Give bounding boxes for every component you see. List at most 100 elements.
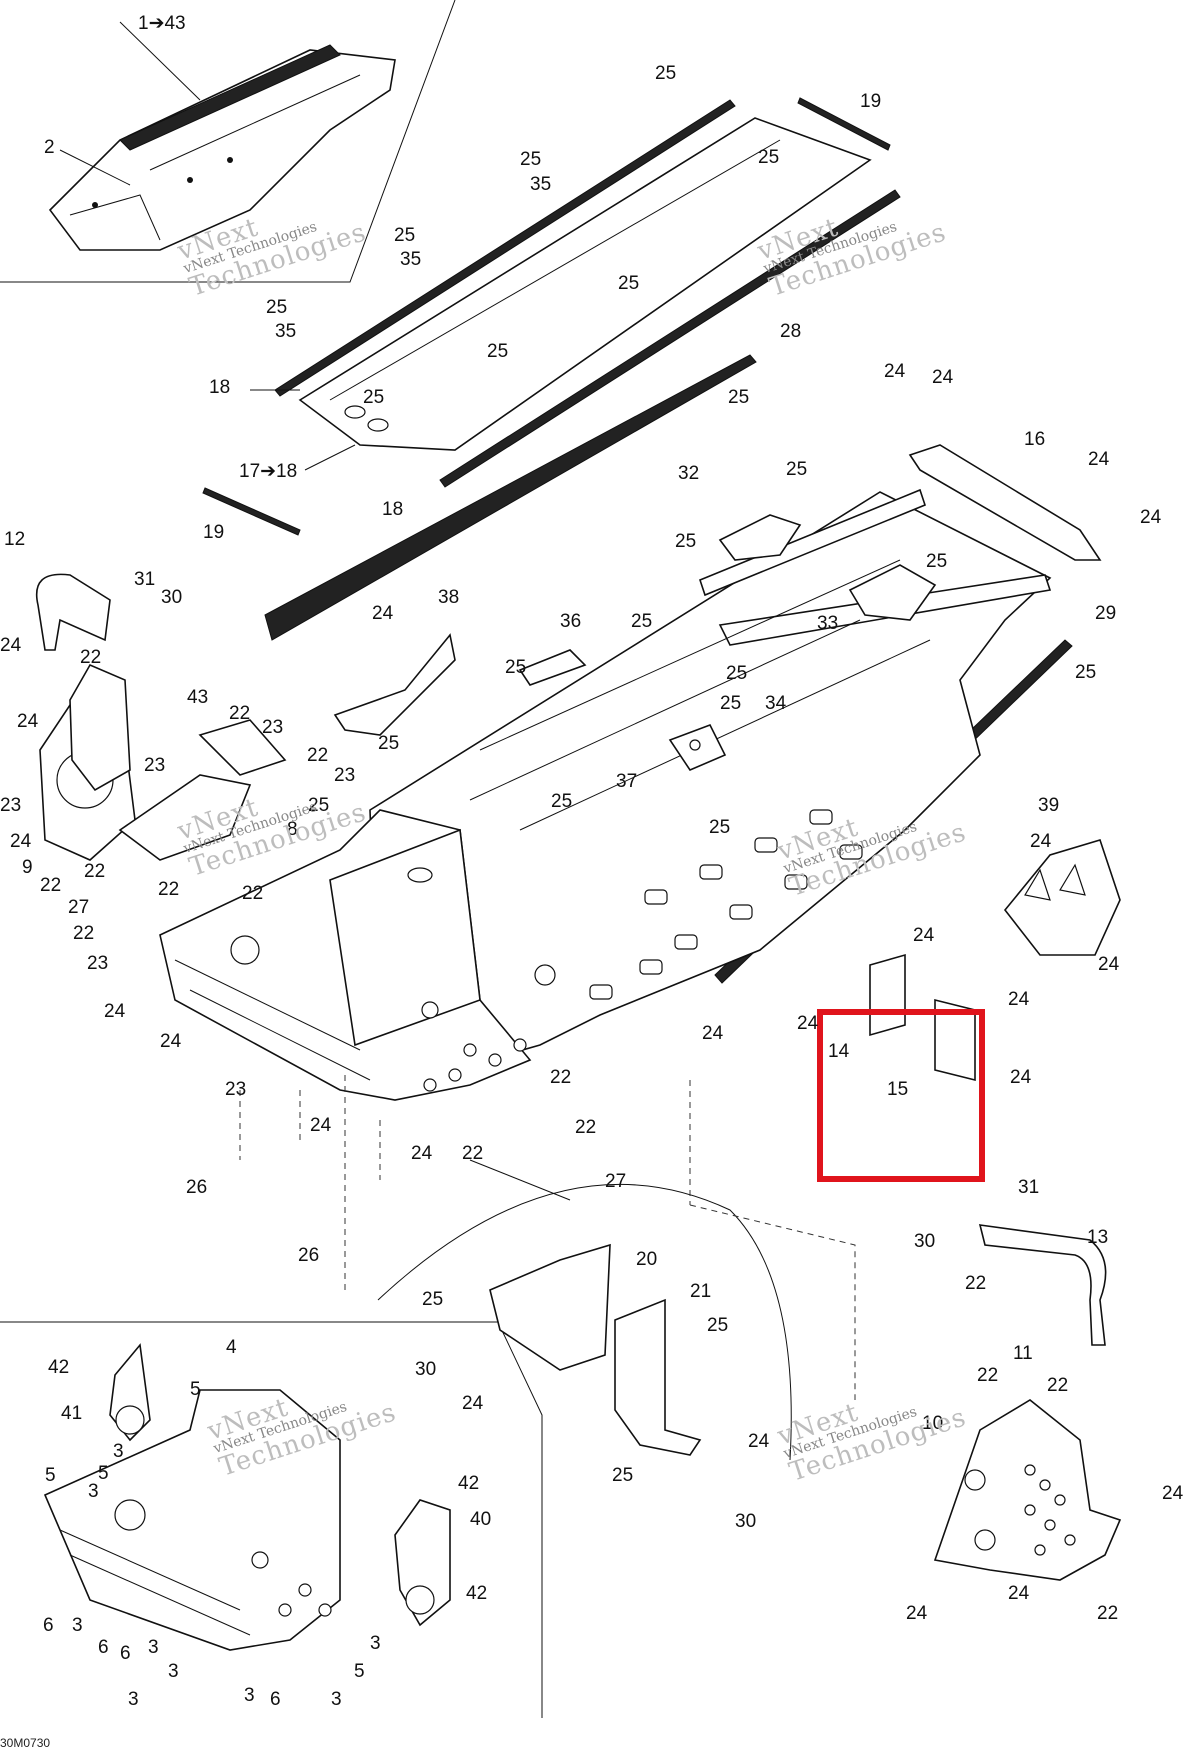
bumper-13 [978,1224,1107,1346]
callout-22-n: 22 [1047,1375,1069,1396]
callout-25-k: 25 [675,531,697,552]
callout-25-c: 25 [758,147,780,168]
callout-25-b: 25 [520,149,542,170]
footrest-21 [614,1298,702,1456]
callout-35-a: 35 [530,174,552,195]
callout-38: 38 [438,587,460,608]
callout-5-c: 5 [45,1465,56,1486]
callout-22-b: 22 [229,703,251,724]
bracket-15 [934,998,976,1082]
callout-25-h: 25 [363,387,385,408]
callout-17-18: 17➔18 [239,461,298,482]
callout-42-c: 42 [466,1583,488,1604]
detail-arc [377,1183,792,1461]
callout-24-l: 24 [104,1001,126,1022]
callout-31-a: 31 [134,569,156,590]
callout-5-b: 5 [98,1463,109,1484]
inset-chassis-top [48,44,396,251]
inset-frame-top [0,0,456,283]
callout-3-i: 3 [128,1689,139,1710]
callout-35-c: 35 [275,321,297,342]
callout-22-k: 22 [462,1143,484,1164]
callout-24-q: 24 [1010,1067,1032,1088]
callout-24-v: 24 [1162,1483,1184,1504]
callout-42-b: 42 [458,1473,480,1494]
callout-25-a: 25 [655,63,677,84]
callout-6-c: 6 [120,1643,131,1664]
callout-22-c: 22 [307,745,329,766]
callout-6-b: 6 [98,1637,109,1658]
callout-37: 37 [616,771,638,792]
cover-8 [118,774,252,861]
callout-11: 11 [1013,1343,1033,1364]
callout-25-u: 25 [709,817,731,838]
callout-19-a: 19 [860,91,882,112]
diagram-code: 30M0730 [0,1736,51,1750]
callout-25-w: 25 [707,1315,729,1336]
callout-24-o: 24 [702,1023,724,1044]
callout-22-l: 22 [965,1273,987,1294]
callout-30-a: 30 [161,587,183,608]
callout-27-a: 27 [68,897,90,918]
bar-19-left [202,487,301,536]
callout-9: 9 [22,857,33,878]
callout-25-o: 25 [1075,662,1097,683]
callout-18-b: 18 [382,499,404,520]
callout-25-j: 25 [786,459,808,480]
callout-24-w: 24 [1008,1583,1030,1604]
callout-20: 20 [636,1249,658,1270]
callout-24-e: 24 [372,603,394,624]
callout-39: 39 [1038,795,1060,816]
callout-4: 4 [226,1337,237,1358]
callout-32: 32 [678,463,700,484]
callout-3-b: 3 [88,1481,99,1502]
callout-25-i: 25 [728,387,750,408]
callout-25-e: 25 [618,273,640,294]
callout-24-k: 24 [1098,954,1120,975]
callout-24-s: 24 [411,1143,433,1164]
callout-22-j: 22 [575,1117,597,1138]
callout-24-i: 24 [1030,831,1052,852]
callout-41: 41 [61,1403,83,1424]
callout-22-d: 22 [84,861,106,882]
callout-23-f: 23 [225,1079,247,1100]
callout-31-b: 31 [1018,1177,1040,1198]
callout-23-a: 23 [262,717,284,738]
callout-6-d: 6 [270,1689,281,1710]
callout-25-m: 25 [631,611,653,632]
footrest-20 [489,1243,611,1371]
callout-26-b: 26 [298,1245,320,1266]
callout-40: 40 [470,1509,492,1530]
callout-3-f: 3 [168,1661,179,1682]
plate-43 [69,663,131,792]
callout-24-p: 24 [797,1013,819,1034]
tunnel-top-panel [274,99,901,488]
callout-23-e: 23 [87,953,109,974]
callout-24-j: 24 [913,925,935,946]
callout-33: 33 [817,613,839,634]
callout-14: 14 [828,1041,850,1062]
callout-3-d: 3 [148,1637,159,1658]
front-bulkhead [159,809,532,1101]
callout-3-c: 3 [72,1615,83,1636]
callout-10: 10 [922,1413,944,1434]
callout-24-f: 24 [0,635,22,656]
highlight-box [817,1009,985,1182]
callout-13: 13 [1087,1227,1109,1248]
callout-22-g: 22 [242,883,264,904]
callout-15: 15 [887,1079,909,1100]
callout-25-t: 25 [551,791,573,812]
inset-frame-bottom [0,1321,543,1718]
callout-30-d: 30 [735,1511,757,1532]
callout-25-p: 25 [726,663,748,684]
callout-25-q: 25 [720,693,742,714]
callout-26-a: 26 [186,1177,208,1198]
callout-18-a: 18 [209,377,231,398]
bracket-33 [848,564,937,621]
callout-24-m: 24 [1008,989,1030,1010]
callout-30-b: 30 [914,1231,936,1252]
callout-23-b: 23 [144,755,166,776]
callout-22-o: 22 [1097,1603,1119,1624]
callout-22-i: 22 [550,1067,572,1088]
